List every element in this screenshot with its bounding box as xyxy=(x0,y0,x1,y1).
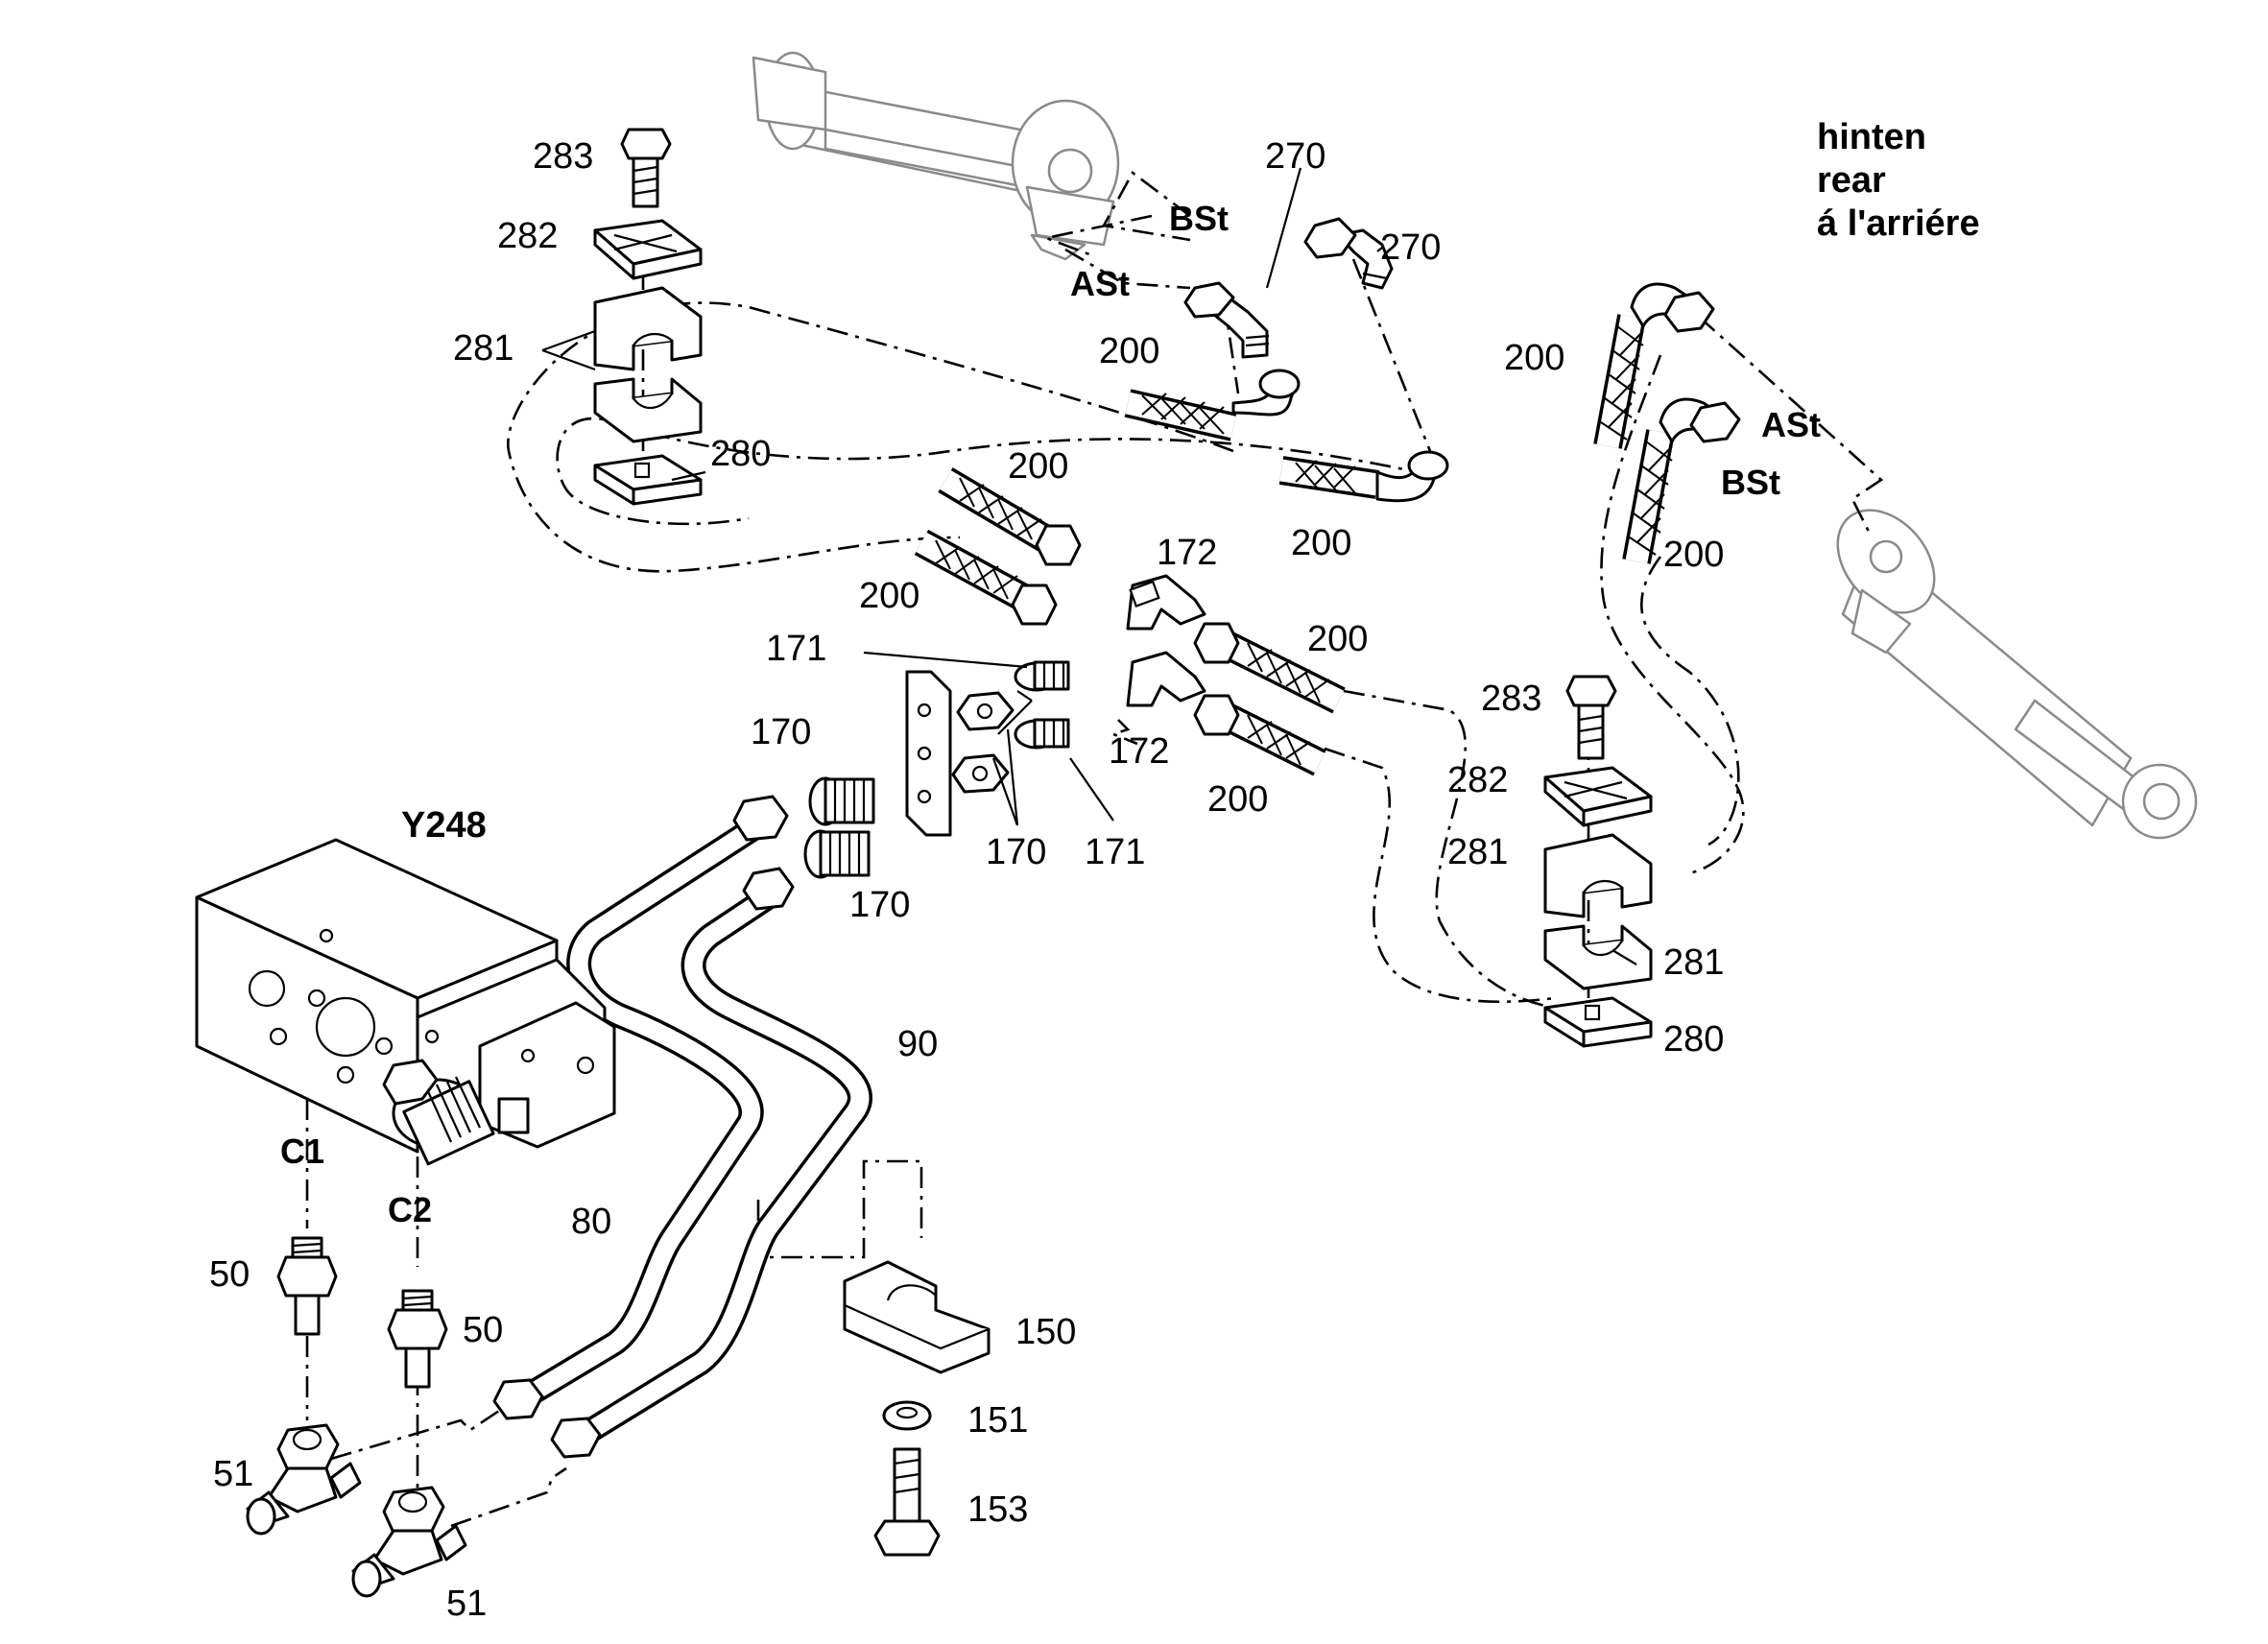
port-label-c2: C2 xyxy=(388,1190,432,1229)
callout-171-a: 171 xyxy=(766,629,826,669)
leader-lines xyxy=(541,167,1637,965)
left-clamp-assembly xyxy=(593,128,703,506)
adapter-50-c1 xyxy=(276,1236,338,1336)
bolt-283-left xyxy=(620,128,672,208)
callout-200-c: 200 xyxy=(1291,523,1351,563)
clamp-half-281-right-upper xyxy=(1543,833,1653,918)
callout-200-b: 200 xyxy=(1008,446,1068,487)
hose-200-middle-b xyxy=(914,529,1058,626)
hose-200-rear-a xyxy=(1593,282,1715,449)
part-callouts: 283 282 281 280 270 270 200 200 200 200 … xyxy=(209,136,1724,1624)
callout-50-a: 50 xyxy=(209,1254,250,1295)
adapter-50-c2 xyxy=(387,1289,448,1389)
callout-280-right: 280 xyxy=(1663,1019,1724,1060)
callout-283-right: 283 xyxy=(1481,679,1541,719)
connection-label-bst-top: BSt xyxy=(1169,199,1229,238)
connection-label-ast-rear: ASt xyxy=(1761,405,1821,444)
union-170-lower xyxy=(803,829,871,879)
callout-172-a: 172 xyxy=(1157,533,1217,573)
tee-172-upper xyxy=(1126,574,1206,631)
washer-151 xyxy=(882,1400,932,1431)
hose-200-top-left xyxy=(1124,369,1301,441)
plate-282-right xyxy=(1543,766,1653,827)
callout-200-e: 200 xyxy=(1307,619,1368,659)
note-line-2: rear xyxy=(1817,160,1886,201)
note-line-3: á l'arriére xyxy=(1817,203,1980,244)
callout-170-b: 170 xyxy=(986,832,1046,872)
callout-200-h: 200 xyxy=(1663,535,1724,575)
callout-200-f: 200 xyxy=(1207,779,1268,820)
location-note: hinten rear á l'arriére xyxy=(1817,117,1980,244)
right-clamp-assembly xyxy=(1543,675,1653,1048)
bolt-153 xyxy=(873,1447,941,1557)
hose-200-top-right xyxy=(1278,450,1449,503)
pipe-80 xyxy=(492,795,789,1420)
callout-200-d: 200 xyxy=(859,576,919,616)
bulkhead-plate xyxy=(905,670,952,837)
union-170-upper xyxy=(808,776,875,826)
callout-90: 90 xyxy=(897,1024,938,1064)
callout-282-right: 282 xyxy=(1447,760,1508,800)
clamp-half-281-upper xyxy=(593,286,703,371)
elbow-270-b xyxy=(1303,217,1394,290)
hose-200-middle-d xyxy=(1193,694,1326,776)
valve-block-y248 xyxy=(195,838,616,1166)
hose-200-middle-c xyxy=(1193,622,1346,714)
callout-50-b: 50 xyxy=(463,1310,503,1350)
callout-172-b: 172 xyxy=(1109,731,1169,772)
callout-150: 150 xyxy=(1015,1312,1076,1352)
tee-51-a xyxy=(246,1423,362,1536)
tee-51-b xyxy=(351,1486,467,1598)
callout-281-right-a: 281 xyxy=(1447,832,1508,872)
plate-280-left xyxy=(593,454,703,506)
nut-170-lower xyxy=(951,753,1010,794)
plate-282-left xyxy=(593,219,703,280)
callout-283-left: 283 xyxy=(533,136,593,177)
pipe-clamp-150 xyxy=(843,1260,991,1374)
plate-280-right xyxy=(1543,996,1653,1048)
banjo-171-lower xyxy=(1014,718,1070,750)
nut-170-upper xyxy=(956,691,1015,731)
callout-282-left: 282 xyxy=(497,216,558,256)
callout-281-left: 281 xyxy=(453,328,513,369)
callout-151: 151 xyxy=(967,1400,1028,1441)
callout-80: 80 xyxy=(571,1202,611,1242)
callout-270-b: 270 xyxy=(1380,227,1441,268)
banjo-171-upper xyxy=(1014,660,1070,692)
valve-label: Y248 xyxy=(401,805,487,846)
tee-172-lower xyxy=(1126,651,1206,707)
note-line-1: hinten xyxy=(1817,117,1926,157)
callout-200-g: 200 xyxy=(1504,338,1564,378)
clamp-half-281-right-lower xyxy=(1543,924,1653,990)
hose-200-rear-b xyxy=(1622,397,1741,564)
clamp-half-281-lower xyxy=(593,377,703,443)
hose-200-middle-a xyxy=(938,467,1082,566)
callout-200-a: 200 xyxy=(1099,331,1159,371)
connection-label-ast-top: ASt xyxy=(1070,264,1130,303)
callout-51-b: 51 xyxy=(446,1584,487,1624)
elbow-270-a xyxy=(1183,281,1270,359)
callout-281-right-b: 281 xyxy=(1663,942,1724,983)
port-label-c1: C1 xyxy=(280,1132,324,1171)
bolt-283-right xyxy=(1565,675,1617,760)
callout-170-a: 170 xyxy=(751,712,811,752)
connection-label-bst-rear: BSt xyxy=(1721,463,1780,502)
callout-280-left: 280 xyxy=(710,434,771,474)
callout-171-b: 171 xyxy=(1085,832,1145,872)
callout-270-a: 270 xyxy=(1265,136,1325,177)
callout-51-a: 51 xyxy=(213,1454,253,1494)
pipe-90 xyxy=(550,867,872,1459)
callout-170-c: 170 xyxy=(849,885,910,925)
top-hydraulic-cylinder xyxy=(752,51,1120,261)
callout-153: 153 xyxy=(967,1489,1028,1530)
rear-hydraulic-cylinder xyxy=(1836,509,2198,840)
solenoid-coil xyxy=(382,1059,530,1166)
